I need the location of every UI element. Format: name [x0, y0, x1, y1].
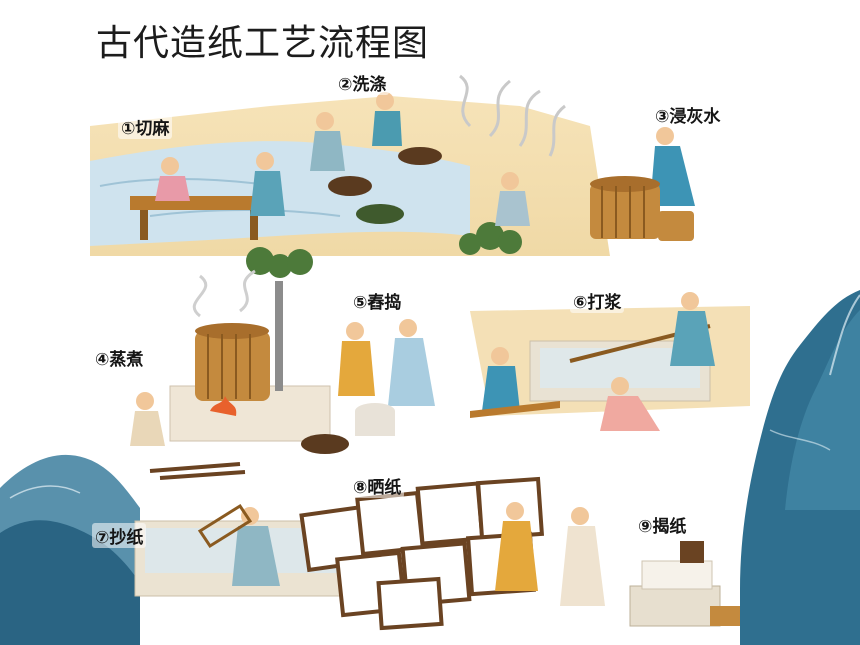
step-label-wash: ②洗涤	[335, 70, 390, 95]
mountain-decoration-right	[740, 290, 860, 645]
papermaking-illustration	[90, 74, 750, 631]
step-label-pound: ⑤舂捣	[350, 288, 405, 313]
step-label-cut-hemp: ①切麻	[118, 114, 173, 139]
step-label-beat-pulp: ⑥打浆	[570, 288, 625, 313]
step-label-dry-paper: ⑧晒纸	[350, 473, 405, 498]
step-label-peel-paper: ⑨揭纸	[635, 512, 690, 537]
mountain-decoration-left	[0, 454, 140, 645]
step-label-steam: ④蒸煮	[92, 345, 147, 370]
step-label-form-sheet: ⑦抄纸	[92, 523, 147, 548]
page-title: 古代造纸工艺流程图	[96, 23, 430, 64]
step-label-soak-lime: ③浸灰水	[652, 102, 724, 127]
